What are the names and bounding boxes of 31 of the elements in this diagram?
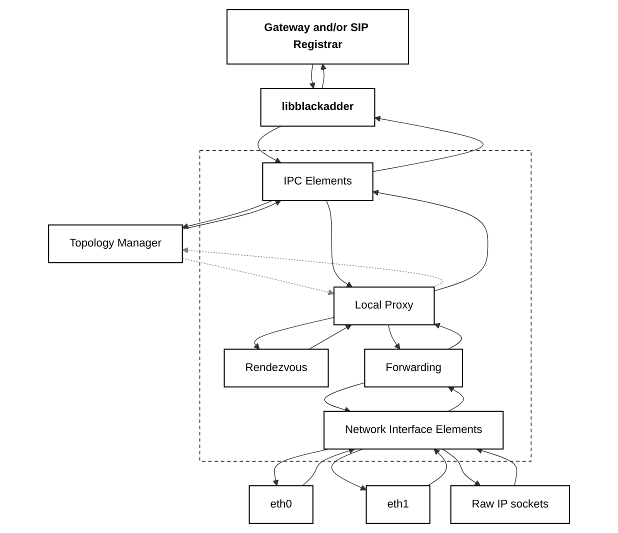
node-box: Local Proxy — [333, 286, 435, 326]
arrow — [372, 116, 484, 172]
cluster — [199, 150, 532, 462]
arrow — [302, 448, 355, 486]
arrow — [434, 322, 462, 350]
node-box: Gateway and/or SIP Registrar — [226, 9, 409, 65]
arrow — [308, 324, 352, 350]
arrow — [309, 64, 316, 89]
node-box: eth0 — [248, 485, 314, 524]
arrow — [182, 247, 443, 288]
arrow — [388, 324, 400, 350]
node-box: IPC Elements — [262, 162, 374, 202]
node-box: libblackadder — [260, 88, 376, 127]
arrow — [258, 126, 282, 164]
arrow — [372, 190, 488, 292]
arrow — [442, 448, 481, 486]
arrow — [326, 200, 353, 288]
node-box: Forwarding — [364, 348, 463, 388]
arrow — [253, 317, 334, 350]
arrow — [331, 448, 366, 490]
arrow — [476, 448, 518, 486]
arrow — [182, 258, 334, 296]
node-box: eth1 — [366, 485, 430, 524]
node-box: Raw IP sockets — [450, 485, 570, 524]
arrow — [448, 386, 464, 412]
arrow — [427, 448, 447, 486]
arrow — [324, 382, 365, 413]
arrow — [320, 64, 327, 89]
node-box: Network Interface Elements — [323, 410, 504, 450]
node-box: Rendezvous — [224, 348, 329, 388]
node-box: Topology Manager — [48, 224, 183, 264]
